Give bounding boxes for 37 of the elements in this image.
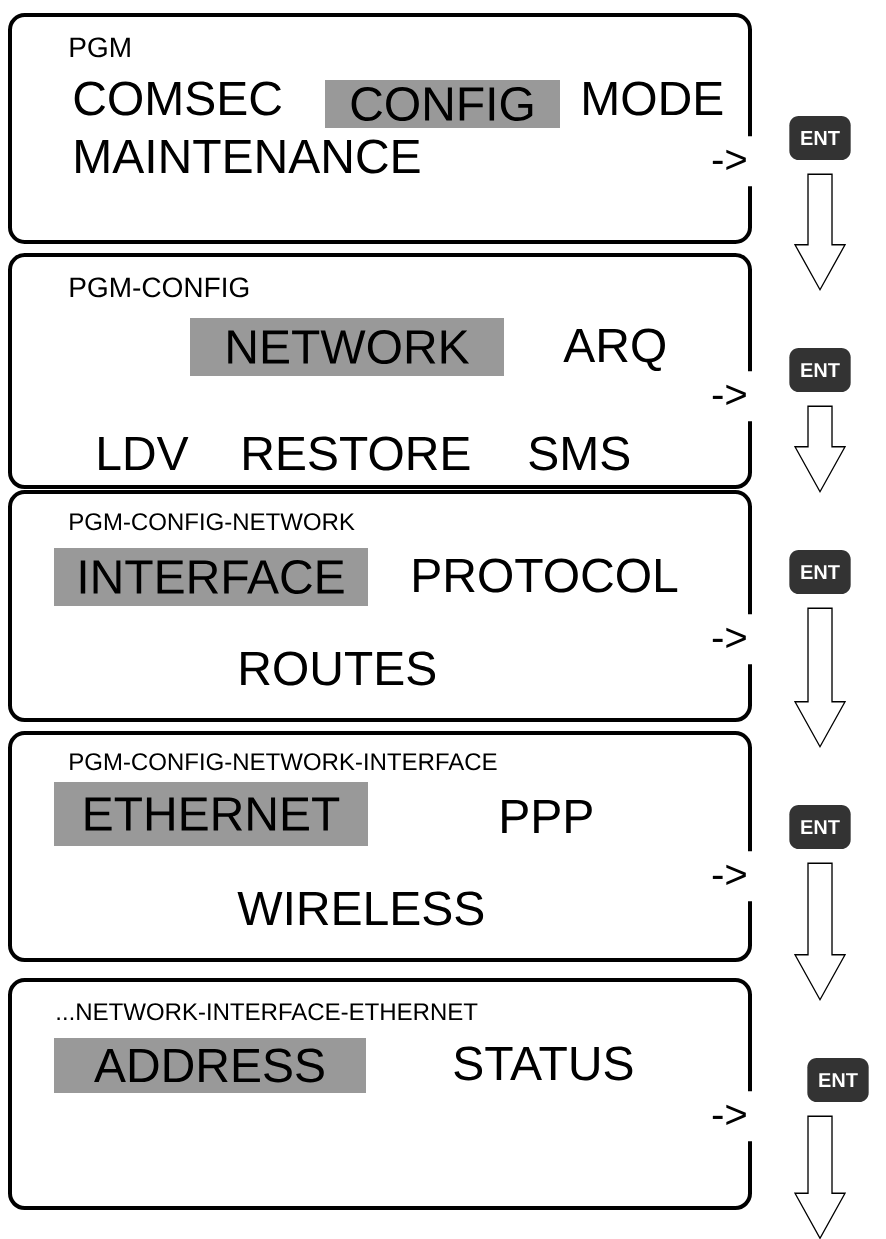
screen-title: ...NETWORK-INTERFACE-ETHERNET [57,1003,478,1021]
hollow-arrow [793,173,847,292]
menu-item: ROUTES [241,651,436,686]
selected-item: ETHERNET [54,782,368,846]
hollow-arrow [793,405,847,494]
screen-title: PGM-CONFIG-NETWORK [70,513,355,531]
menu-item: PPP [502,800,592,833]
menu-item: MODE [584,81,723,116]
menu-item: PROTOCOL [414,558,678,593]
screen-title: PGM-CONFIG [70,277,249,298]
menu-item: COMSEC [74,81,282,116]
menu-item: LDV [99,437,189,470]
selected-item: INTERFACE [54,548,368,606]
hollow-arrow [793,862,847,1002]
hollow-arrow [793,1115,847,1239]
cursor-arrow-text: -> [703,851,756,902]
selected-item: ADDRESS [54,1038,366,1093]
enter-key: ENT [789,805,851,849]
cursor-arrow-text: -> [703,136,756,187]
menu-item: WIRELESS [237,891,484,926]
menu-item: MAINTENANCE [76,139,420,174]
screen-title: PGM [70,37,130,58]
enter-key: ENT [807,1058,869,1102]
screen-title: PGM-CONFIG-NETWORK-INTERFACE [70,753,497,771]
selected-item: CONFIG [325,80,560,128]
cursor-arrow-text: -> [703,1091,756,1142]
menu-item: ARQ [563,328,665,372]
cursor-arrow-text: -> [703,614,756,665]
selected-item: NETWORK [190,318,504,376]
hollow-arrow [793,607,847,749]
menu-item: RESTORE [244,436,470,471]
menu-item: STATUS [454,1046,633,1081]
enter-key: ENT [789,116,851,160]
enter-key: ENT [789,348,851,392]
cursor-arrow-text: -> [703,371,756,422]
enter-key: ENT [789,550,851,594]
menu-item: SMS [529,436,630,471]
